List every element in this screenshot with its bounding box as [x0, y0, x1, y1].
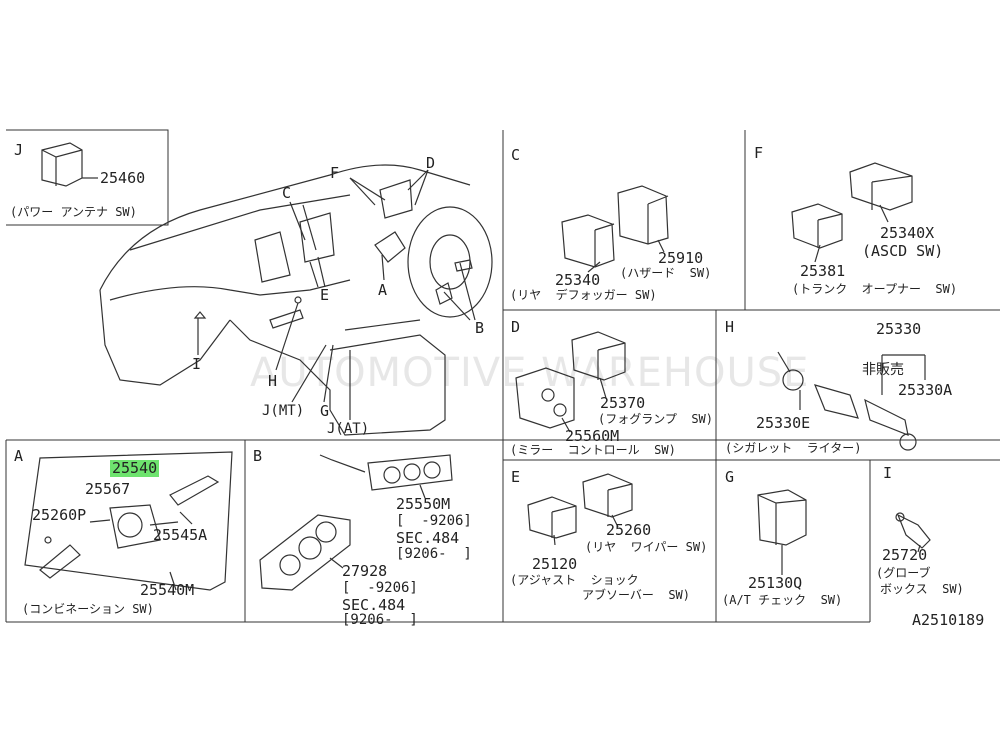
- part-number-25910: 25910: [658, 249, 704, 267]
- overview-label-c: C: [282, 184, 292, 202]
- part-number-25381: 25381: [800, 262, 846, 280]
- part-number-25120: 25120: [532, 555, 578, 573]
- overview-label-j-at: J(AT): [327, 421, 370, 437]
- note-not-for-sale: 非販売: [862, 362, 904, 378]
- part-number-25130q: 25130Q: [748, 574, 803, 592]
- cigarette-lighter-drawing: [777, 351, 926, 451]
- range-27928-from: [9206- ]: [342, 612, 418, 628]
- range-25550m-from: [9206- ]: [396, 546, 472, 562]
- overview-label-f: F: [330, 164, 340, 182]
- power-antenna-switch-drawing: [41, 142, 98, 187]
- overview-label-g: G: [320, 402, 330, 420]
- caption-ascd-sw: (ASCD SW): [862, 242, 944, 260]
- caption-hazard-sw: (ハザード SW): [620, 266, 712, 280]
- section-d-switches-drawing: [515, 331, 626, 433]
- section-i-letter: I: [883, 464, 893, 482]
- section-c-switches-drawing: [561, 185, 669, 273]
- caption-cigarette-lighter: (シガレット ライター): [725, 441, 862, 455]
- part-number-25330: 25330: [876, 320, 922, 338]
- at-check-switch-drawing: [757, 489, 807, 575]
- section-e-letter: E: [511, 468, 521, 486]
- part-number-25550m: 25550M: [396, 495, 451, 513]
- part-number-27928: 27928: [342, 562, 388, 580]
- part-number-25330e: 25330E: [756, 414, 811, 432]
- part-number-25460: 25460: [100, 169, 146, 187]
- caption-combination-sw: (コンビネーション SW): [22, 602, 154, 616]
- part-number-25560m: 25560M: [565, 427, 620, 445]
- caption-rear-defogger-sw: (リヤ デフォッガー SW): [510, 288, 657, 302]
- heater-control-drawing: [259, 454, 453, 591]
- caption-trunk-opener-sw: (トランク オープナー SW): [792, 282, 958, 296]
- section-e-switches-drawing: [527, 473, 633, 546]
- document-code: A2510189: [912, 611, 985, 629]
- caption-power-antenna-sw: (パワー アンテナ SW): [10, 205, 137, 219]
- part-number-25330a: 25330A: [898, 381, 953, 399]
- part-number-25720: 25720: [882, 546, 928, 564]
- range-25550m-until: [ -9206]: [396, 513, 472, 529]
- caption-mirror-control-sw: (ミラー コントロール SW): [510, 443, 676, 457]
- part-number-25370: 25370: [600, 394, 646, 412]
- part-number-25340x: 25340X: [880, 224, 935, 242]
- part-number-25540m: 25540M: [140, 581, 195, 599]
- section-d-letter: D: [511, 318, 521, 336]
- part-number-25545a: 25545A: [153, 526, 208, 544]
- watermark: AUTOMOTIVE WAREHOUSE: [250, 350, 810, 396]
- section-ref-25550m: SEC.484: [396, 529, 460, 547]
- caption-at-check-sw: (A/T チェック SW): [722, 593, 843, 607]
- overview-label-h: H: [268, 372, 278, 390]
- overview-label-j-mt: J(MT): [262, 403, 305, 419]
- caption-glove-box-2: ボックス SW): [880, 582, 964, 596]
- section-b-letter: B: [253, 447, 263, 465]
- part-number-25567: 25567: [85, 480, 131, 498]
- glove-box-switch-drawing: [895, 512, 931, 553]
- caption-fog-lamp-sw: (フォグランプ SW): [598, 412, 713, 426]
- part-number-25260: 25260: [606, 521, 652, 539]
- section-ref-27928: SEC.484: [342, 596, 406, 614]
- range-27928-until: [ -9206]: [342, 580, 418, 596]
- section-c-letter: C: [511, 146, 521, 164]
- overview-label-i: I: [192, 355, 202, 373]
- overview-label-a: A: [378, 281, 388, 299]
- section-g-letter: G: [725, 468, 735, 486]
- part-number-25260p: 25260P: [32, 506, 87, 524]
- overview-label-e: E: [320, 286, 330, 304]
- caption-adjust-shock-absorber-2: アブソーバー SW): [582, 588, 691, 602]
- section-h-letter: H: [725, 318, 735, 336]
- dashboard-overview-drawing: [99, 164, 493, 436]
- part-number-25340: 25340: [555, 271, 601, 289]
- caption-glove-box-1: (グローブ: [876, 566, 931, 580]
- section-a-letter: A: [14, 447, 24, 465]
- caption-rear-wiper-sw: (リヤ ワイパー SW): [585, 540, 708, 554]
- overview-label-b: B: [475, 319, 485, 337]
- section-f-switches-drawing: [791, 162, 913, 263]
- caption-adjust-shock-absorber-1: (アジャスト ショック: [510, 573, 639, 587]
- section-f-letter: F: [754, 144, 764, 162]
- section-j-letter: J: [14, 141, 24, 159]
- panel-borders: [5, 129, 1000, 623]
- combination-switch-drawing: [24, 451, 233, 591]
- part-number-25540-highlighted[interactable]: 25540: [110, 459, 160, 477]
- overview-label-d: D: [426, 154, 436, 172]
